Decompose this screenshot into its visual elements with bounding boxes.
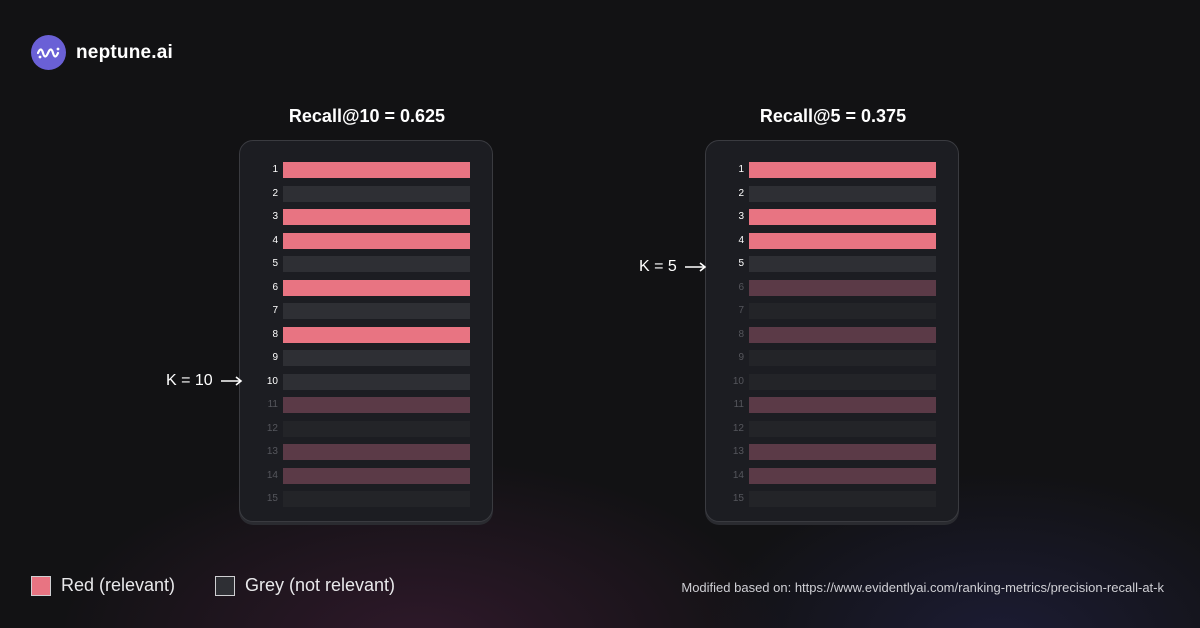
relevant-bar xyxy=(749,162,936,178)
not-relevant-bar xyxy=(283,185,470,202)
rank-number: 13 xyxy=(266,446,278,457)
rank-number: 7 xyxy=(738,305,744,316)
arrow-right-icon xyxy=(220,376,242,386)
rank-number: 10 xyxy=(266,375,278,387)
relevant-bar xyxy=(283,232,470,249)
legend-label-not-relevant: Grey (not relevant) xyxy=(245,575,396,595)
rank-number: 1 xyxy=(272,164,278,175)
panel-title-recall-5: Recall@5 = 0.375 xyxy=(759,106,907,126)
rank-number: 9 xyxy=(272,352,278,363)
neptune-wave-icon xyxy=(31,35,66,70)
rank-number: 14 xyxy=(266,469,278,481)
rank-number: 2 xyxy=(738,187,744,199)
rank-number: 11 xyxy=(267,399,278,410)
rank-number: 5 xyxy=(272,258,278,269)
not-relevant-bar xyxy=(749,185,936,202)
rank-number: 8 xyxy=(272,328,278,340)
rank-number: 8 xyxy=(738,328,744,340)
rank-number: 6 xyxy=(272,281,278,293)
relevant-bar xyxy=(749,397,936,413)
relevant-bar xyxy=(283,162,470,178)
rank-number: 10 xyxy=(732,375,744,387)
relevant-bar xyxy=(749,279,936,296)
rank-number: 5 xyxy=(738,258,744,269)
panel-title-recall-10: Recall@10 = 0.625 xyxy=(288,106,446,126)
k-label: K = 10 xyxy=(166,372,213,389)
rank-number: 3 xyxy=(272,211,278,222)
not-relevant-bar xyxy=(283,350,470,366)
relevant-bar xyxy=(749,326,936,343)
rank-number: 15 xyxy=(732,493,744,504)
brand-logo[interactable]: neptune.ai xyxy=(31,35,173,70)
rank-number: 13 xyxy=(732,446,744,457)
not-relevant-bar xyxy=(283,491,470,507)
legend-swatch-not-relevant xyxy=(215,575,235,596)
arrow-right-icon xyxy=(684,262,707,272)
rank-number: 3 xyxy=(738,211,744,222)
not-relevant-bar xyxy=(283,373,470,390)
rank-number: 4 xyxy=(738,234,744,246)
rank-number: 6 xyxy=(738,281,744,293)
rank-number: 12 xyxy=(732,422,744,434)
legend-label-relevant: Red (relevant) xyxy=(61,575,176,595)
not-relevant-bar xyxy=(749,491,936,507)
relevant-bar xyxy=(749,209,936,225)
relevant-bar xyxy=(283,279,470,296)
rank-number: 14 xyxy=(732,469,744,481)
not-relevant-bar xyxy=(749,350,936,366)
brand-name: neptune.ai xyxy=(76,41,174,63)
relevant-bar xyxy=(283,467,470,484)
legend-relevant: Red (relevant) xyxy=(31,575,175,596)
relevant-bar xyxy=(749,444,936,460)
k-marker-10: K = 10 xyxy=(166,372,243,390)
k-marker-5: K = 5 xyxy=(639,258,707,276)
not-relevant-bar xyxy=(283,256,470,272)
not-relevant-bar xyxy=(749,373,936,390)
not-relevant-bar xyxy=(749,303,936,319)
rank-number: 7 xyxy=(272,305,278,316)
not-relevant-bar xyxy=(283,303,470,319)
not-relevant-bar xyxy=(749,420,936,437)
legend-not-relevant: Grey (not relevant) xyxy=(215,575,395,596)
rank-number: 12 xyxy=(266,422,278,434)
relevant-bar xyxy=(749,467,936,484)
relevant-bar xyxy=(283,326,470,343)
rank-number: 4 xyxy=(272,234,278,246)
legend-swatch-relevant xyxy=(31,575,51,596)
rank-number: 11 xyxy=(733,399,744,410)
relevant-bar xyxy=(283,397,470,413)
source-note: Modified based on: https://www.evidently… xyxy=(681,580,1164,595)
not-relevant-bar xyxy=(749,256,936,272)
not-relevant-bar xyxy=(283,420,470,437)
relevant-bar xyxy=(749,232,936,249)
relevant-bar xyxy=(283,444,470,460)
rank-number: 15 xyxy=(266,493,278,504)
k-label: K = 5 xyxy=(639,258,677,275)
relevant-bar xyxy=(283,209,470,225)
rank-number: 9 xyxy=(738,352,744,363)
rank-number: 1 xyxy=(738,164,744,175)
rank-number: 2 xyxy=(272,187,278,199)
